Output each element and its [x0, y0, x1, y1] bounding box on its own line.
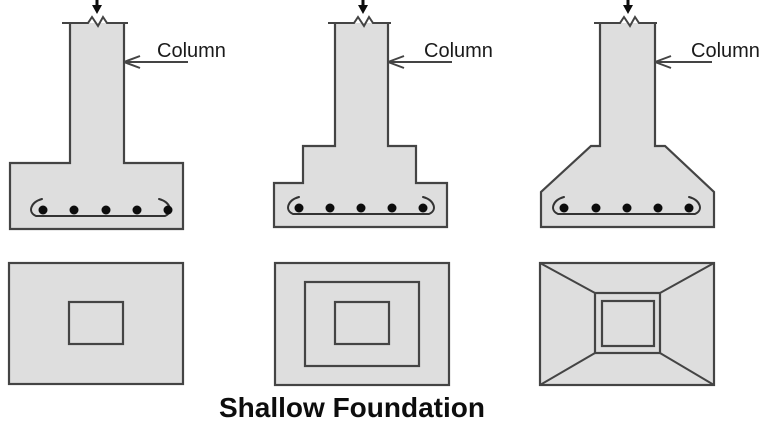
load-arrow-icon [358, 0, 368, 14]
rebar-bar-dot [163, 205, 173, 215]
footing-rebar [552, 196, 701, 215]
column-break-line [62, 15, 128, 28]
rebar-bar-dot [622, 203, 632, 213]
spread-footing-plan [7, 261, 185, 386]
sloped-footing-elevation: Column [539, 0, 760, 229]
stepped-footing-elevation: Column [272, 0, 493, 229]
rebar-bar-dot [325, 203, 335, 213]
column-break-line [328, 15, 391, 28]
load-arrow-head [358, 5, 368, 14]
spread-footing-elevation: Column [8, 0, 226, 231]
rebar-bar-dot [101, 205, 111, 215]
column-label: Column [691, 40, 760, 62]
slope-edge-line [659, 352, 715, 386]
column-break-line [594, 15, 657, 28]
slope-edge-line [659, 262, 715, 294]
rebar-hooked-bar [287, 196, 435, 215]
load-arrow-icon [92, 0, 102, 14]
rebar-bar-dot [591, 203, 601, 213]
column-outline-plan [333, 300, 391, 346]
column-outline-plan [67, 300, 125, 346]
rebar-bar-dot [132, 205, 142, 215]
step-outline-plan [303, 280, 421, 368]
rebar-bar-dot [387, 203, 397, 213]
column-label: Column [157, 40, 226, 62]
load-arrow-head [92, 5, 102, 14]
rebar-bar-dot [559, 203, 569, 213]
column-leader-arrow-icon [123, 55, 188, 69]
rebar-bar-dot [684, 203, 694, 213]
column-leader-arrow-icon [387, 55, 452, 69]
sloped-footing-outline [539, 23, 716, 229]
rebar-bar-dot [418, 203, 428, 213]
sloped-footing-plan [538, 261, 716, 387]
stepped-footing-plan [273, 261, 451, 387]
column-leader-arrow-icon [654, 55, 712, 69]
spread-footing-outline [8, 23, 185, 231]
load-arrow-icon [623, 0, 633, 14]
rebar-bar-dot [653, 203, 663, 213]
rebar-bar-dot [294, 203, 304, 213]
rebar-bar-dot [69, 205, 79, 215]
stepped-footing-outline [272, 23, 449, 229]
slope-edge-line [539, 352, 596, 386]
rebar-bar-dot [356, 203, 366, 213]
rebar-bar-dot [38, 205, 48, 215]
column-label: Column [424, 40, 493, 62]
column-outline-plan [600, 299, 656, 348]
diagram-title: Shallow Foundation [219, 392, 485, 423]
slope-edge-line [539, 262, 596, 294]
footing-rebar [287, 196, 435, 215]
load-arrow-head [623, 5, 633, 14]
footing-rebar [30, 198, 173, 217]
rebar-hooked-bar [552, 196, 701, 215]
rebar-hooked-bar [30, 198, 171, 217]
